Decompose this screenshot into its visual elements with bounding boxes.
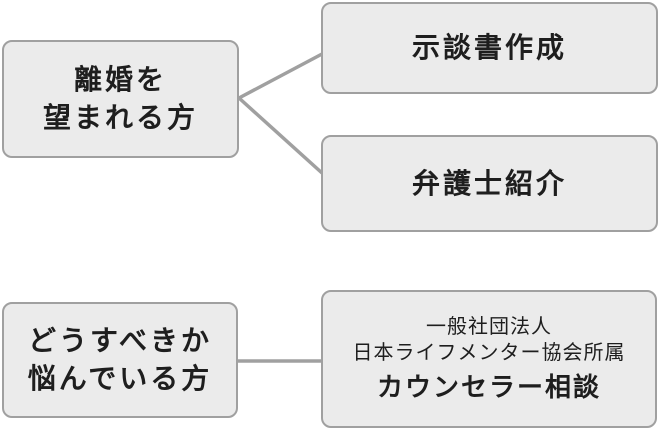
node-counselor-consult-label: カウンセラー相談 — [376, 372, 601, 402]
node-lawyer-referral-label: 弁護士紹介 — [411, 167, 567, 199]
connector-divorce-settlement — [238, 52, 323, 100]
node-settlement-document-label: 示談書作成 — [411, 32, 567, 63]
node-lawyer-referral: 弁護士紹介 — [321, 135, 658, 232]
node-divorce-wish: 離婚を 望まれる方 — [2, 40, 239, 158]
node-worried-person-line2: 悩んでいる方 — [27, 363, 213, 394]
node-worried-person-line1: どうすべきか — [27, 325, 213, 356]
node-settlement-document: 示談書作成 — [321, 2, 658, 94]
node-divorce-wish-line2: 望まれる方 — [42, 102, 198, 133]
connector-divorce-lawyer — [237, 96, 324, 175]
node-counselor-consult: 一般社団法人 日本ライフメンター協会所属 カウンセラー相談 — [321, 290, 657, 428]
node-counselor-association-line1: 一般社団法人 — [426, 316, 552, 338]
node-divorce-wish-line1: 離婚を — [73, 64, 167, 95]
node-worried-person: どうすべきか 悩んでいる方 — [2, 302, 238, 418]
node-counselor-association-line2: 日本ライフメンター協会所属 — [352, 342, 626, 364]
